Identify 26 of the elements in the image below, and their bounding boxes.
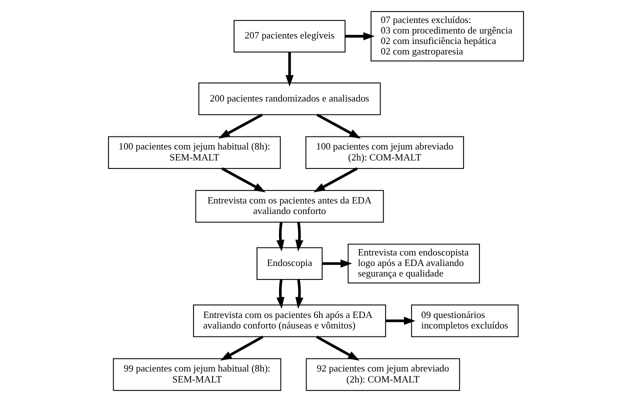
node-box: 200 pacientes randomizados e analisados	[198, 82, 380, 116]
arrow	[218, 114, 262, 139]
arrow	[276, 222, 284, 252]
node-box: 09 questionários incompletos excluídos	[410, 304, 518, 338]
node-box: Entrevista com os pacientes 6h após a EDA avaliando conforto (náuseas e vômitos)	[192, 304, 386, 338]
arrow	[294, 222, 303, 252]
node-box: Endoscopia	[256, 247, 322, 280]
arrow	[220, 336, 263, 361]
arrow	[285, 52, 294, 87]
node-box: 100 pacientes com jejum habitual (8h): SEM-MALT	[108, 136, 280, 169]
node-box: 99 pacientes com jejum habitual (8h): SEM-MALT	[112, 358, 281, 391]
arrow	[276, 279, 284, 309]
arrow	[315, 336, 359, 361]
node-box: Entrevista com os pacientes antes da EDA avaliando conforto	[194, 190, 384, 223]
arrow	[344, 32, 374, 40]
arrow	[220, 167, 266, 192]
arrow	[316, 114, 360, 139]
arrow	[385, 316, 415, 325]
node-box: 07 pacientes excluídos: 03 com procedimento de urgência 02 com insuficiência hepática 02 com gastroparesia	[370, 11, 524, 62]
node-box: 207 pacientes elegíveis	[233, 20, 346, 53]
arrow	[322, 260, 352, 268]
node-box: Entrevista com endoscopista logo após a EDA avaliando segurança e qualidade	[347, 244, 480, 284]
arrow	[313, 167, 358, 192]
arrow	[294, 279, 303, 309]
node-box: 92 pacientes com jejum abreviado (2h): COM-MALT	[305, 358, 460, 391]
node-box: 100 pacientes com jejum abreviado (2h): COM-MALT	[304, 136, 464, 169]
